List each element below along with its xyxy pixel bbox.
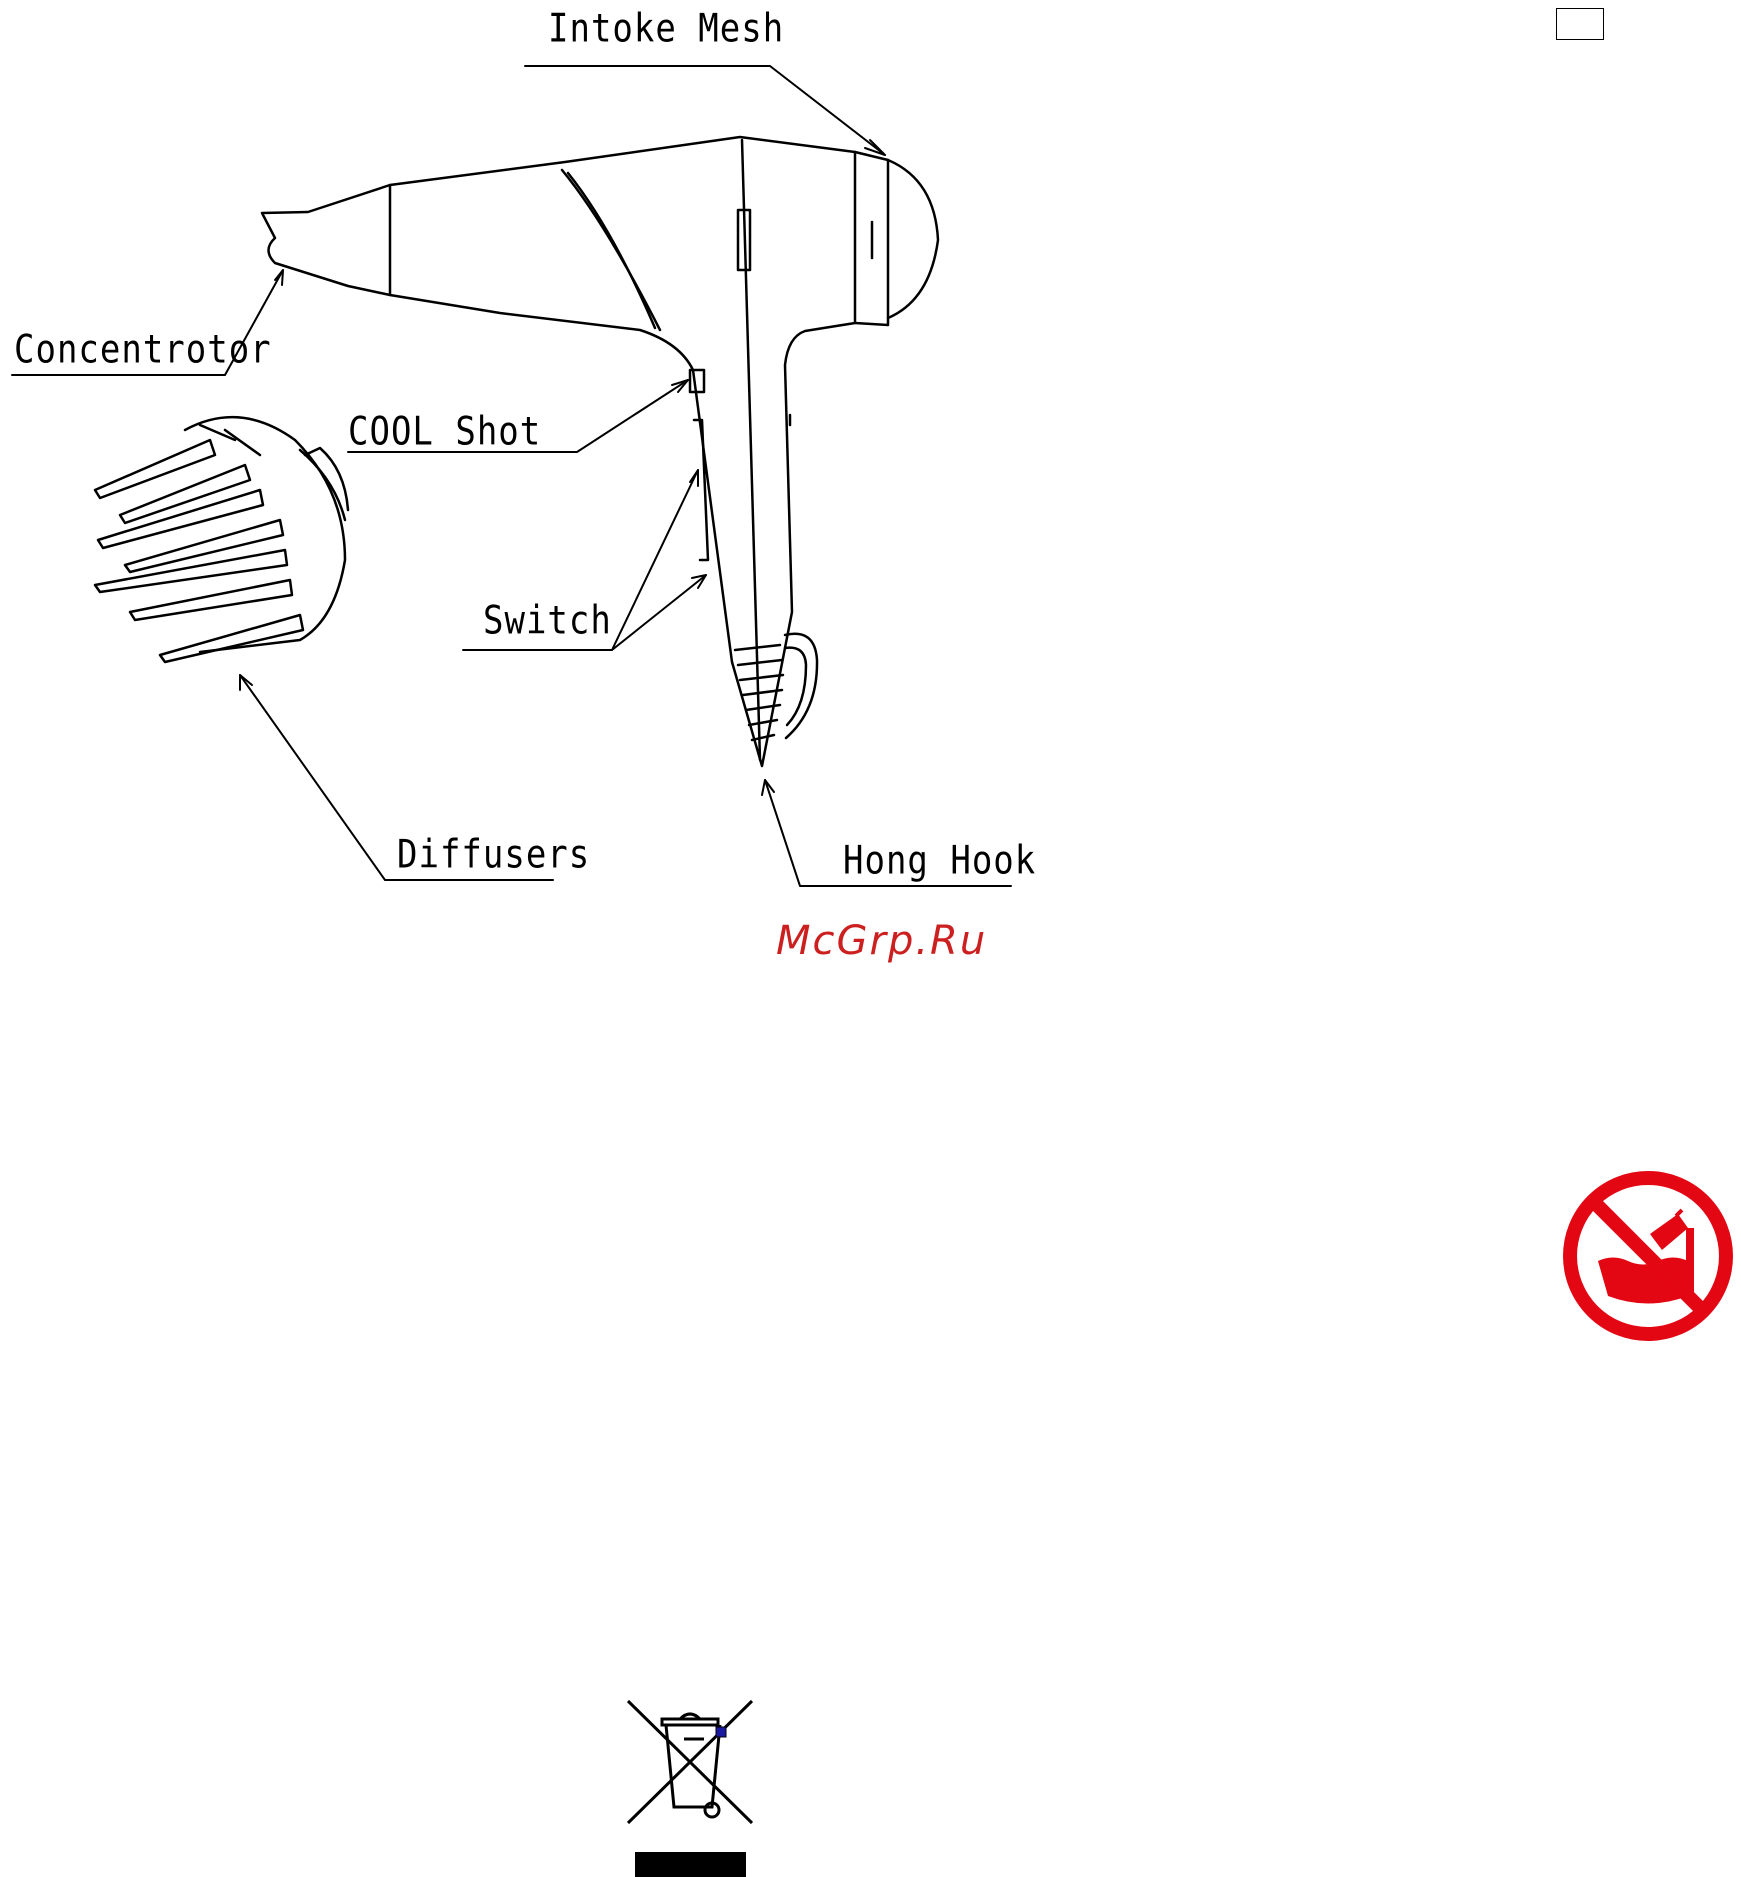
underline-bar xyxy=(635,1852,746,1877)
label-hang-hook: Hong Hook xyxy=(843,838,1036,884)
label-diffusers: Diffusers xyxy=(397,832,590,878)
label-concentrator: Concentrotor xyxy=(14,327,272,373)
cool-shot-button xyxy=(690,370,704,392)
crossed-out-bin-icon xyxy=(624,1697,764,1837)
intake-dome xyxy=(888,160,938,318)
no-water-bath-icon xyxy=(1558,1166,1738,1346)
label-switch: Switch xyxy=(483,598,612,644)
diffuser-fingers xyxy=(95,425,303,662)
label-cool-shot: COOL Shot xyxy=(348,409,541,455)
diffuser-attachment xyxy=(95,417,348,662)
switch-slider xyxy=(694,420,708,560)
concentrator-nozzle xyxy=(262,185,390,295)
label-intake-mesh: Intoke Mesh xyxy=(548,6,784,52)
corner-box xyxy=(1556,8,1604,40)
watermark-text: McGrp.Ru xyxy=(776,918,987,964)
